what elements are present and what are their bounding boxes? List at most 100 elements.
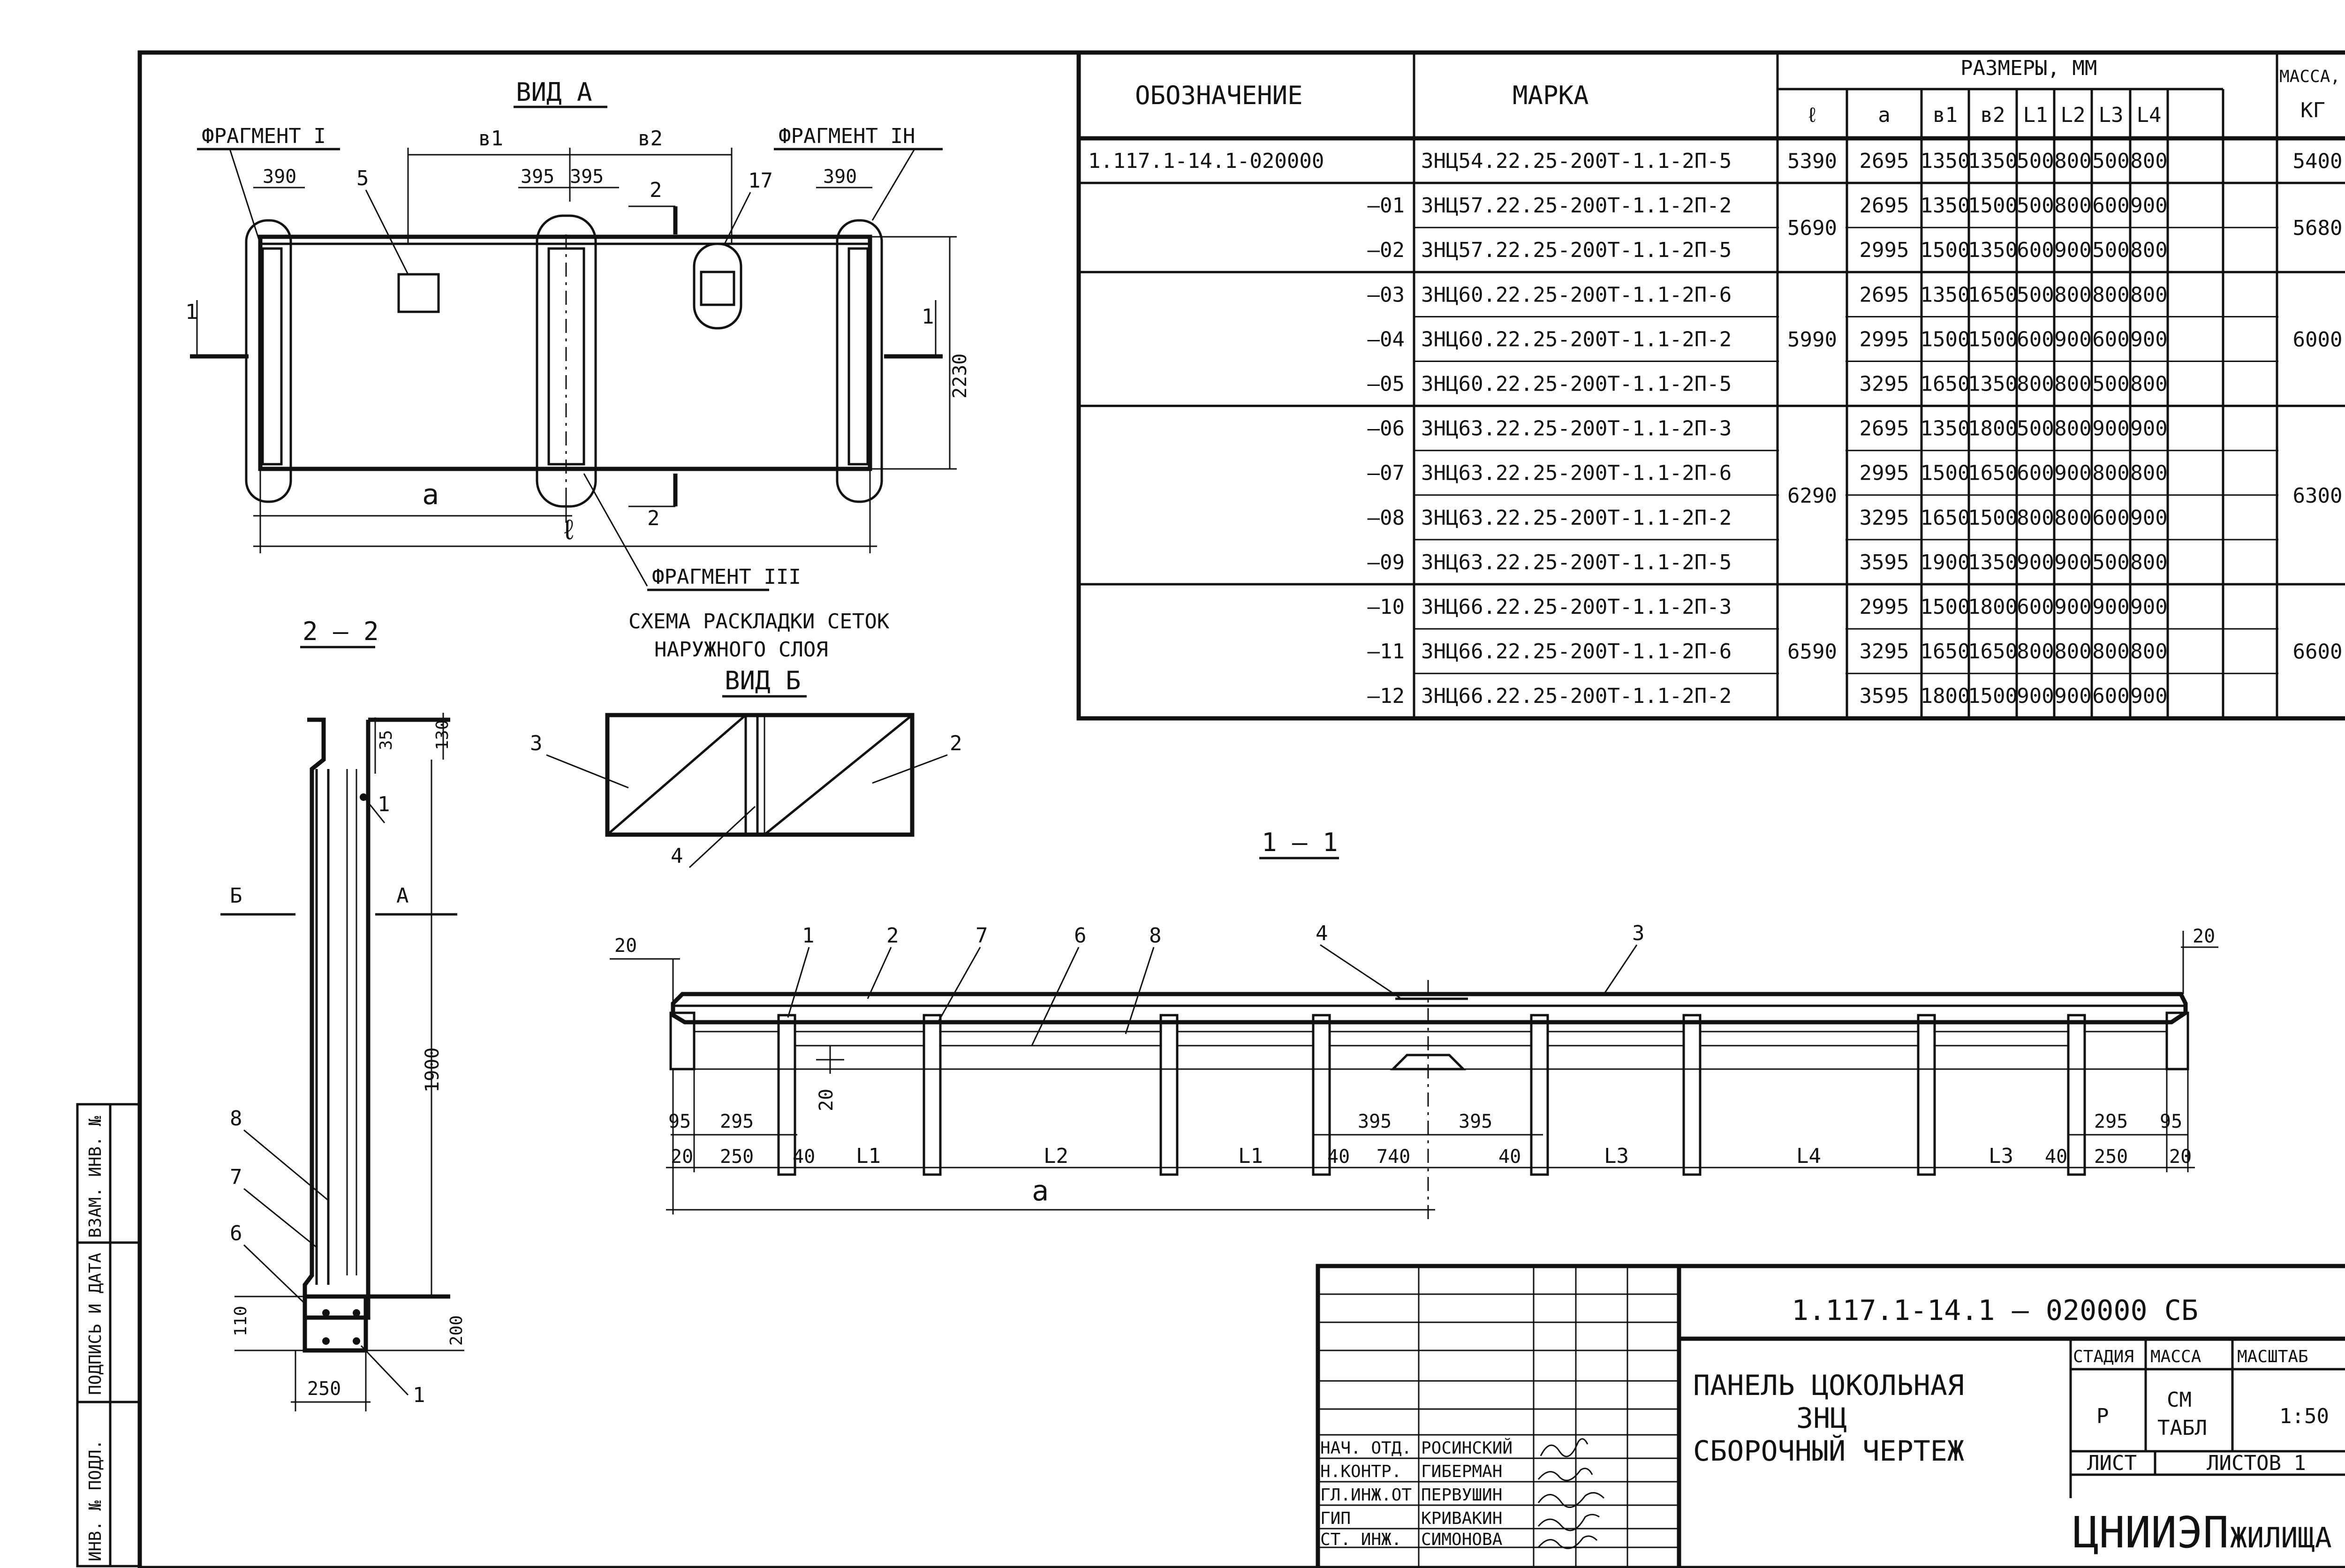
dim-20-vertical: 20 [816,1089,837,1111]
cell-L4: 900 [2130,327,2167,351]
cell-l: 5390 [1787,150,1837,173]
stage-value: Р [2096,1404,2109,1428]
cell-L2: 800 [2054,149,2091,173]
cut-1-left: 1 [185,300,198,324]
cell-b2: 1650 [1968,283,2018,307]
dim-395-b: 395 [570,166,604,188]
cell-designation: –09 [1368,550,1405,574]
pos-4-sec11: 4 [1316,921,1328,945]
pos-3-vidb: 3 [530,731,543,755]
cell-a: 3295 [1860,640,1909,663]
merged-cell-mask [1779,493,1846,497]
cell-L1: 900 [2017,684,2054,708]
cell-L1: 600 [2017,595,2054,619]
dim-r1-395-left: 395 [1358,1111,1392,1132]
cell-a: 3295 [1860,506,1909,530]
cell-L3: 600 [2092,684,2129,708]
merged-cell-mask [1779,226,1846,230]
dim-35: 35 [377,730,396,750]
pos-4-vidb: 4 [671,844,683,868]
dim-r2-250-right: 250 [2094,1146,2128,1168]
cell-L4: 800 [2130,550,2167,574]
th-size-5: L2 [2061,103,2086,127]
cell-b2: 1800 [1968,417,2018,441]
cell-mark: ЗНЦ54.22.25-200Т-1.1-2П-5 [1421,149,1732,173]
cell-L4: 800 [2130,283,2167,307]
cell-L1: 500 [2017,149,2054,173]
section-11-title: 1 – 1 [1262,828,1338,857]
cell-mark: ЗНЦ63.22.25-200Т-1.1-2П-3 [1421,417,1732,441]
cell-mark: ЗНЦ57.22.25-200Т-1.1-2П-2 [1421,194,1732,218]
merged-cell-mask [1779,537,1846,542]
cell-b2: 1650 [1968,640,2018,663]
cell-a: 2995 [1860,595,1909,619]
cell-b1: 1350 [1921,283,1970,307]
sheet-label: ЛИСТ [2087,1451,2137,1475]
fragment-1n-label: ФРАГМЕНТ IН [779,124,915,148]
cell-L2: 900 [2054,238,2091,262]
th-size-7: L4 [2137,103,2162,127]
cell-L2: 800 [2054,640,2091,663]
signatures [1537,1438,1605,1549]
label-b: Б [230,884,242,908]
th-mark: МАРКА [1513,81,1589,110]
merged-cell-mask [1779,315,1846,319]
cell-designation: –10 [1368,595,1405,619]
dim-a-plan: a [422,478,439,511]
cell-a: 2695 [1860,283,1909,307]
cell-L3: 500 [2092,372,2129,396]
cell-designation: –06 [1368,417,1405,441]
dim-2230: 2230 [949,354,971,399]
cell-mark: ЗНЦ63.22.25-200Т-1.1-2П-6 [1421,461,1732,485]
th-scale: МАСШТАБ [2237,1347,2308,1366]
cut-1-right: 1 [922,305,934,329]
cell-designation: –04 [1368,327,1405,351]
tb-role: Н.КОНТР. [1320,1462,1401,1481]
doc-name-2: ЗНЦ [1796,1402,1847,1435]
th-size-6: L3 [2099,103,2124,127]
cell-L4: 900 [2130,417,2167,441]
cell-L3: 900 [2092,595,2129,619]
cell-b1: 1500 [1921,595,1970,619]
dim-b2: в2 [638,127,663,151]
dim-395-a: 395 [521,166,554,188]
th-size-4: L1 [2023,103,2048,127]
cell-b1: 1500 [1921,461,1970,485]
cell-L3: 800 [2092,283,2129,307]
side-stamp: ИНВ. № ПОДЛ. ПОДПИСЬ И ДАТА ВЗАМ. ИНВ. № [76,1103,141,1568]
cell-b2: 1500 [1968,194,2018,218]
opening-17 [700,271,735,306]
vid-b-title: ВИД Б [725,666,801,695]
dim-20-right: 20 [2193,926,2215,947]
cell-L3: 800 [2092,640,2129,663]
cell-designation: –02 [1368,238,1405,262]
cell-designation: –03 [1368,283,1405,307]
cell-L2: 900 [2054,461,2091,485]
merged-cell-mask [1779,627,1846,631]
cell-mass: 5400 [2293,150,2343,173]
dim-r1-295-right: 295 [2094,1111,2128,1132]
cell-b2: 1650 [1968,461,2018,485]
merged-cell-mask [1779,671,1846,676]
cell-L1: 800 [2017,372,2054,396]
fragment-1-label: ФРАГМЕНТ I [202,124,326,148]
cell-L1: 600 [2017,327,2054,351]
tb-role: НАЧ. ОТД. [1320,1439,1412,1458]
cell-a: 3595 [1860,684,1909,708]
pos-3-sec11: 3 [1632,921,1645,945]
cell-designation: –01 [1368,194,1405,218]
cell-b2: 1500 [1968,506,2018,530]
tb-role: СТ. ИНЖ. [1320,1530,1401,1549]
cell-b1: 1900 [1921,550,1970,574]
cell-a: 2695 [1860,417,1909,441]
cell-L1: 500 [2017,194,2054,218]
cell-a: 2695 [1860,149,1909,173]
dim-r1-95-right: 95 [2160,1111,2182,1132]
th-mass-unit: КГ [2300,98,2325,122]
section-1-1: 1 – 1 [610,828,2218,1219]
